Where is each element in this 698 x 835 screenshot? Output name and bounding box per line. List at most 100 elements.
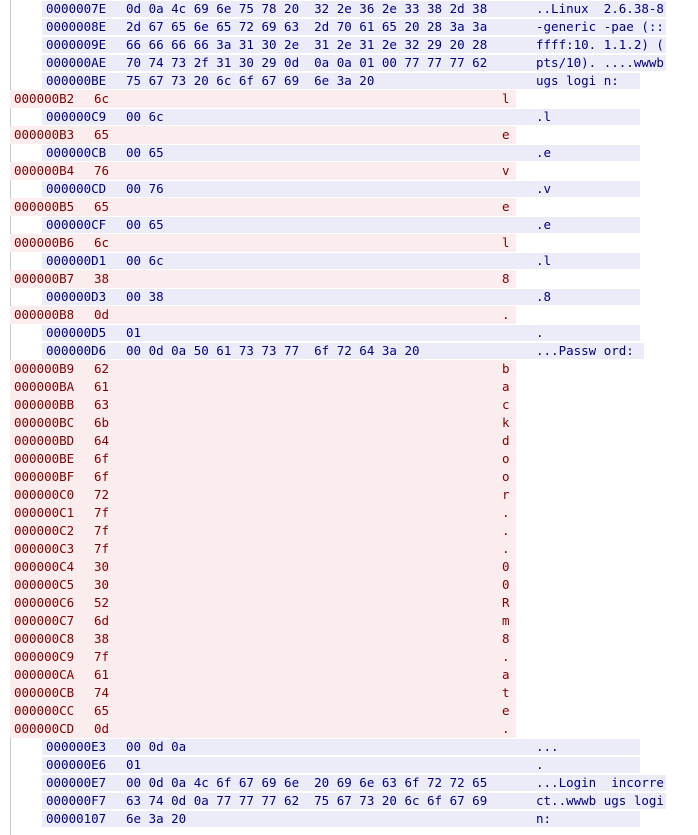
row-highlight — [10, 414, 516, 432]
byte-offset: 000000B6 — [14, 235, 75, 250]
byte-offset: 000000E6 — [46, 757, 107, 772]
row-highlight — [10, 522, 516, 540]
row-highlight — [10, 198, 516, 216]
byte-offset: 000000C9 — [46, 109, 107, 124]
byte-offset: 000000C9 — [14, 649, 75, 664]
hex-bytes: 52 — [94, 595, 110, 610]
hex-bytes: 66 66 66 66 3a 31 30 2e 31 2e 31 2e 32 2… — [126, 37, 488, 52]
ascii-text: e — [502, 703, 510, 718]
row-highlight — [42, 109, 640, 125]
hex-bytes: 75 67 73 20 6c 6f 67 69 6e 3a 20 — [126, 73, 375, 88]
ascii-highlight — [534, 19, 667, 35]
row-highlight — [42, 757, 640, 773]
ascii-text: o — [502, 451, 510, 466]
ascii-highlight — [534, 775, 667, 791]
row-highlight — [10, 486, 516, 504]
row-highlight — [10, 684, 516, 702]
hex-bytes: 61 — [94, 667, 110, 682]
byte-offset: 000000BB — [14, 397, 75, 412]
byte-offset: 000000B8 — [14, 307, 75, 322]
hex-bytes: 00 6c — [126, 253, 164, 268]
client-data-row[interactable]: 000000CA 61 a — [0, 666, 698, 684]
hex-bytes: 61 — [94, 379, 110, 394]
hex-bytes: 00 0d 0a 4c 6f 67 69 6e 20 69 6e 63 6f 7… — [126, 775, 488, 790]
hex-bytes: 65 — [94, 127, 110, 142]
byte-offset: 000000D1 — [46, 253, 107, 268]
ascii-text: l — [502, 91, 510, 106]
ascii-text: c — [502, 397, 510, 412]
hex-bytes: 00 76 — [126, 181, 164, 196]
ascii-highlight — [534, 757, 546, 773]
byte-offset: 000000C4 — [14, 559, 75, 574]
hex-bytes: 7f — [94, 505, 110, 520]
byte-offset: 000000BE — [46, 73, 107, 88]
row-highlight — [42, 325, 640, 341]
ascii-text: t — [502, 685, 510, 700]
byte-offset: 000000CD — [46, 181, 107, 196]
byte-offset: 000000C6 — [14, 595, 75, 610]
row-highlight — [42, 217, 640, 233]
server-data-row[interactable]: 000000BE 75 67 73 20 6c 6f 67 69 6e 3a 20… — [0, 72, 698, 90]
hex-bytes: 2d 67 65 6e 65 72 69 63 2d 70 61 65 20 2… — [126, 19, 488, 34]
ascii-text: . — [502, 721, 510, 736]
row-highlight — [10, 612, 516, 630]
byte-offset: 000000BA — [14, 379, 75, 394]
byte-offset: 000000CA — [14, 667, 75, 682]
byte-offset: 000000AE — [46, 55, 107, 70]
ascii-text: a — [502, 667, 510, 682]
byte-offset: 000000BF — [14, 469, 75, 484]
ascii-highlight — [534, 181, 554, 197]
byte-offset: 000000CC — [14, 703, 75, 718]
row-highlight — [10, 558, 516, 576]
byte-offset: 000000BE — [14, 451, 75, 466]
byte-offset: 000000D6 — [46, 343, 107, 358]
hex-bytes: 00 6c — [126, 109, 164, 124]
byte-offset: 000000B3 — [14, 127, 75, 142]
